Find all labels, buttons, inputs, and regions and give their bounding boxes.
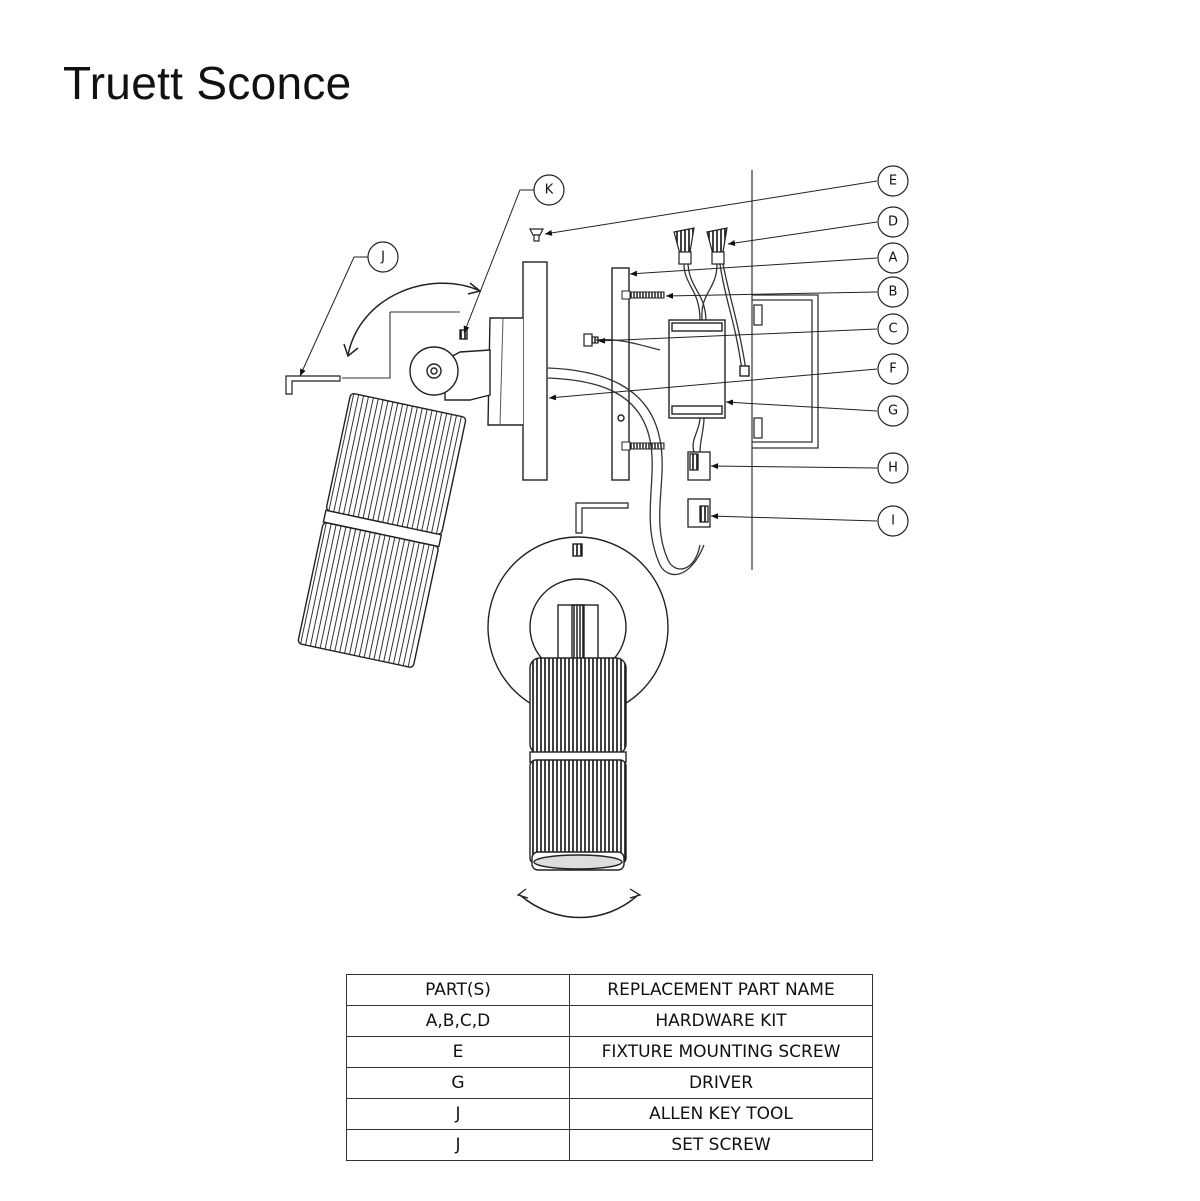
callout-h: H — [888, 461, 898, 476]
table-header-row: PART(S) REPLACEMENT PART NAME — [346, 974, 873, 1006]
table-row: G DRIVER — [346, 1067, 873, 1099]
part-id: A,B,C,D — [346, 1005, 570, 1037]
page-title: Truett Sconce — [63, 57, 352, 109]
callout-g: G — [888, 404, 898, 419]
allen-key-front — [575, 502, 629, 534]
table-row: J ALLEN KEY TOOL — [346, 1098, 873, 1130]
part-id: J — [346, 1129, 570, 1161]
callout-i: I — [891, 514, 895, 529]
header-parts: PART(S) — [346, 974, 570, 1006]
wires — [547, 263, 747, 576]
callout-k: K — [545, 183, 554, 198]
fixture-screw — [529, 228, 544, 242]
table-row: J SET SCREW — [346, 1129, 873, 1161]
callout-circles — [367, 165, 909, 537]
table-row: A,B,C,D HARDWARE KIT — [346, 1005, 873, 1037]
mounting-plate — [611, 267, 630, 481]
callout-e: E — [889, 174, 897, 189]
tilt-arrow — [347, 282, 479, 356]
callout-b: B — [889, 285, 898, 300]
mounting-screws — [621, 290, 665, 451]
part-name: ALLEN KEY TOOL — [569, 1098, 873, 1130]
wire-nuts — [673, 227, 728, 265]
leader-lines — [299, 180, 878, 522]
callout-c: C — [888, 322, 897, 337]
callout-d: D — [888, 215, 898, 230]
allen-key-side — [285, 375, 341, 395]
replacement-parts-table: PART(S) REPLACEMENT PART NAME A,B,C,D HA… — [346, 974, 873, 1161]
header-part-name: REPLACEMENT PART NAME — [569, 974, 873, 1006]
table-row: E FIXTURE MOUNTING SCREW — [346, 1036, 873, 1068]
connectors — [687, 451, 711, 528]
ground-screw — [583, 333, 599, 347]
angled-shade — [297, 392, 467, 668]
canopy — [487, 261, 548, 481]
junction-box — [752, 294, 819, 449]
part-name: DRIVER — [569, 1067, 873, 1099]
exploded-diagram: E D A B C F G H I K J — [285, 165, 909, 919]
part-id: G — [346, 1067, 570, 1099]
part-id: E — [346, 1036, 570, 1068]
part-name: HARDWARE KIT — [569, 1005, 873, 1037]
part-name: FIXTURE MOUNTING SCREW — [569, 1036, 873, 1068]
front-view — [487, 536, 669, 871]
callout-j: J — [380, 250, 385, 265]
part-id: J — [346, 1098, 570, 1130]
swivel-arm — [409, 329, 491, 401]
part-name: SET SCREW — [569, 1129, 873, 1161]
rotate-arrow — [519, 894, 639, 919]
callout-f: F — [889, 362, 896, 377]
callout-a: A — [889, 251, 898, 266]
